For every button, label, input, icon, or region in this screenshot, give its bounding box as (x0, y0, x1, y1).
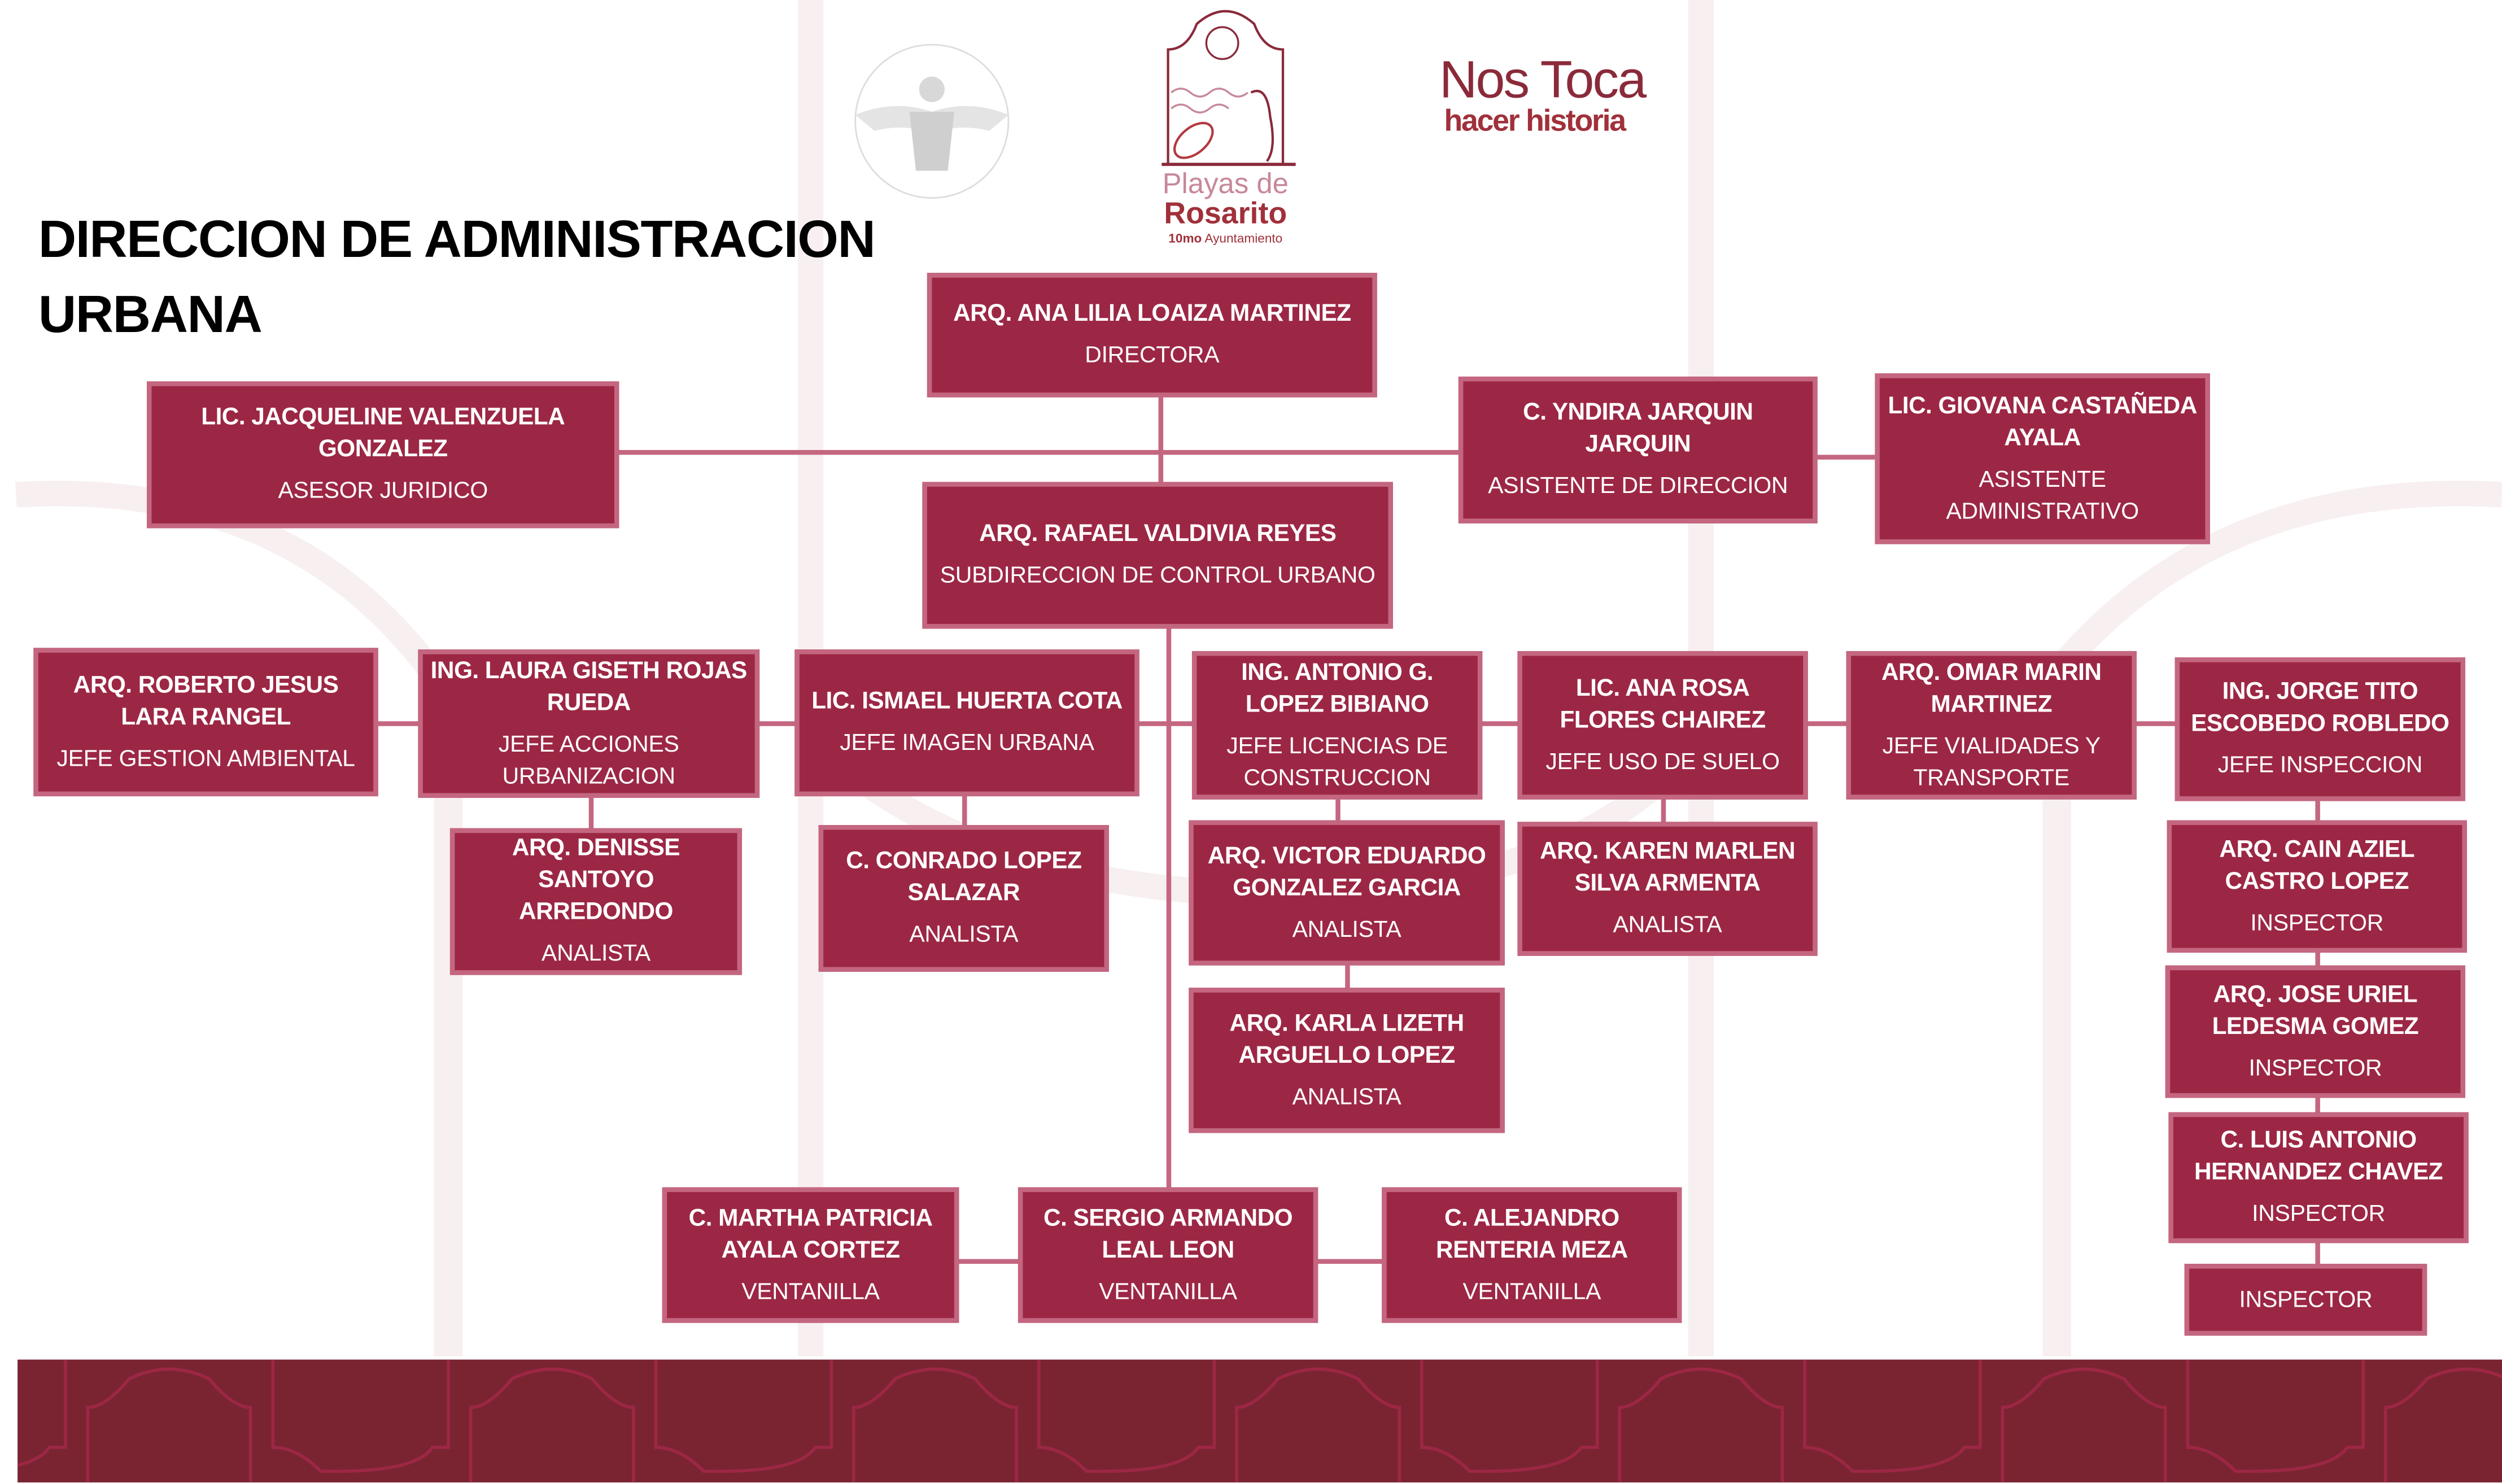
org-box: LIC. ISMAEL HUERTA COTA JEFE IMAGEN URBAN… (794, 649, 1139, 797)
org-box: C. ALEJANDRO RENTERIA MEZA VENTANILLA (1382, 1187, 1682, 1323)
connector-line (1158, 397, 1164, 484)
person-name: LIC. ISMAEL HUERTA COTA (811, 687, 1123, 715)
municipal-seal-logo (854, 43, 1010, 199)
person-name: ARQ. CAIN AZIEL CASTRO LOPEZ (2219, 835, 2414, 894)
footer-pattern (18, 1359, 2502, 1483)
org-box: ING. ANTONIO G. LOPEZ BIBIANO JEFE LICENC… (1191, 651, 1483, 800)
position-title: ASISTENTE ADMINISTRATIVO (1946, 466, 2139, 525)
connector-line (588, 797, 594, 830)
person-name: ING. LAURA GISETH ROJAS RUEDA (430, 656, 748, 716)
person-name: ARQ. KAREN MARLEN SILVA ARMENTA (1540, 837, 1796, 897)
org-box: ING. LAURA GISETH ROJAS RUEDA JEFE ACCION… (418, 649, 760, 798)
org-box: ARQ. ROBERTO JESUS LARA RANGEL JEFE GESTI… (33, 648, 378, 797)
org-box: ARQ. KAREN MARLEN SILVA ARMENTA ANALISTA (1517, 822, 1818, 956)
person-name: ARQ. KARLA LIZETH ARGUELLO LOPEZ (1229, 1009, 1465, 1068)
person-name: C. YNDIRA JARQUIN JARQUIN (1523, 399, 1753, 459)
position-title: ANALISTA (1613, 913, 1722, 939)
rosarito-logo-icon (1162, 10, 1296, 166)
person-name: LIC. JACQUELINE VALENZUELA GONZALEZ (201, 403, 565, 463)
position-title: JEFE INSPECCION (2217, 753, 2423, 779)
connector-line (1817, 455, 1875, 460)
slogan-logo: Nos Toca hacer historia (1439, 49, 1647, 139)
person-name: ING. JORGE TITO ESCOBEDO ROBLEDO (2191, 678, 2449, 737)
position-title: JEFE ACCIONES URBANIZACION (498, 731, 679, 789)
org-box: ARQ. ANA LILIA LOAIZA MARTINEZ DIRECTORA (927, 273, 1377, 398)
org-box: ARQ. OMAR MARIN MARTINEZ JEFE VIALIDADES … (1846, 651, 2137, 800)
person-name: ARQ. JOSE URIEL LEDESMA GOMEZ (2212, 980, 2419, 1040)
page-title: DIRECCION DE ADMINISTRACION URBANA (38, 209, 876, 343)
person-name: LIC. GIOVANA CASTAÑEDA AYALA (1888, 391, 2198, 451)
rosarito-logo-text: Playas de Rosarito 10mo Ayuntamiento (1162, 167, 1289, 246)
position-title: DIRECTORA (1085, 343, 1220, 369)
position-title: INSPECTOR (2248, 1055, 2382, 1081)
org-box: ARQ. VICTOR EDUARDO GONZALEZ GARCIA ANALI… (1189, 820, 1505, 966)
position-title: ANALISTA (1292, 1084, 1401, 1110)
org-box: ARQ. JOSE URIEL LEDESMA GOMEZ INSPECTOR (2165, 965, 2466, 1098)
position-title: JEFE VIALIDADES Y TRANSPORTE (1882, 733, 2101, 791)
position-title: ANALISTA (909, 922, 1019, 948)
position-title: JEFE GESTION AMBIENTAL (56, 746, 355, 772)
org-box: C. MARTHA PATRICIA AYALA CORTEZ VENTANILL… (662, 1187, 959, 1323)
position-title: VENTANILLA (1462, 1278, 1601, 1305)
org-box: LIC. JACQUELINE VALENZUELA GONZALEZ ASESO… (146, 381, 619, 529)
org-box: C. LUIS ANTONIO HERNANDEZ CHAVEZ INSPECTO… (2168, 1112, 2469, 1243)
position-title: ANALISTA (1292, 916, 1401, 942)
position-title: INSPECTOR (2250, 910, 2384, 936)
position-title: ASESOR JURIDICO (278, 478, 488, 504)
org-box: INSPECTOR (2184, 1264, 2427, 1336)
org-box: ARQ. RAFAEL VALDIVIA REYES SUBDIRECCION D… (922, 482, 1394, 629)
connector-line (1166, 628, 1172, 1188)
org-box: ING. JORGE TITO ESCOBEDO ROBLEDO JEFE INS… (2174, 657, 2466, 801)
position-title: JEFE USO DE SUELO (1545, 749, 1780, 775)
person-name: C. MARTHA PATRICIA AYALA CORTEZ (688, 1204, 933, 1263)
org-box: ARQ. DENISSE SANTOYO ARREDONDO ANALISTA (449, 828, 743, 975)
person-name: C. SERGIO ARMANDO LEAL LEON (1043, 1204, 1293, 1263)
connector-line (1661, 797, 1666, 824)
position-title: VENTANILLA (1099, 1278, 1237, 1305)
position-title: JEFE LICENCIAS DE CONSTRUCCION (1226, 733, 1448, 791)
connector-line (619, 449, 1459, 455)
footer-band (18, 1359, 2502, 1483)
person-name: LIC. ANA ROSA FLORES CHAIREZ (1560, 674, 1766, 734)
org-box: C. YNDIRA JARQUIN JARQUIN ASISTENTE DE DI… (1458, 376, 1818, 523)
org-box: ARQ. CAIN AZIEL CASTRO LOPEZ INSPECTOR (2167, 820, 2467, 953)
person-name: C. CONRADO LOPEZ SALAZAR (846, 847, 1082, 907)
connector-line (962, 796, 967, 827)
person-name: ARQ. OMAR MARIN MARTINEZ (1881, 658, 2102, 718)
connector-line (1335, 799, 1340, 822)
position-title: SUBDIRECCION DE CONTROL URBANO (940, 563, 1376, 589)
position-title: VENTANILLA (741, 1278, 880, 1305)
org-box: ARQ. KARLA LIZETH ARGUELLO LOPEZ ANALISTA (1189, 988, 1505, 1133)
person-name: C. LUIS ANTONIO HERNANDEZ CHAVEZ (2194, 1127, 2443, 1186)
org-box: C. SERGIO ARMANDO LEAL LEON VENTANILLA (1018, 1187, 1318, 1323)
person-name: C. ALEJANDRO RENTERIA MEZA (1436, 1204, 1628, 1263)
position-title: INSPECTOR (2252, 1201, 2385, 1228)
position-title: JEFE IMAGEN URBANA (840, 731, 1094, 757)
position-title: ASISTENTE DE DIRECCION (1488, 474, 1788, 500)
connector-line (1345, 965, 1350, 990)
org-box: LIC. GIOVANA CASTAÑEDA AYALA ASISTENTE AD… (1875, 373, 2210, 544)
position-title: INSPECTOR (2239, 1287, 2373, 1313)
person-name: ARQ. ROBERTO JESUS LARA RANGEL (73, 671, 339, 730)
org-box: C. CONRADO LOPEZ SALAZAR ANALISTA (818, 824, 1110, 972)
position-title: ANALISTA (542, 941, 650, 967)
person-name: ING. ANTONIO G. LOPEZ BIBIANO (1241, 658, 1434, 718)
org-box: LIC. ANA ROSA FLORES CHAIREZ JEFE USO DE … (1517, 651, 1808, 800)
person-name: ARQ. VICTOR EDUARDO GONZALEZ GARCIA (1207, 841, 1486, 901)
person-name: ARQ. DENISSE SANTOYO ARREDONDO (512, 834, 680, 926)
person-name: ARQ. RAFAEL VALDIVIA REYES (979, 520, 1337, 548)
person-name: ARQ. ANA LILIA LOAIZA MARTINEZ (953, 300, 1351, 328)
